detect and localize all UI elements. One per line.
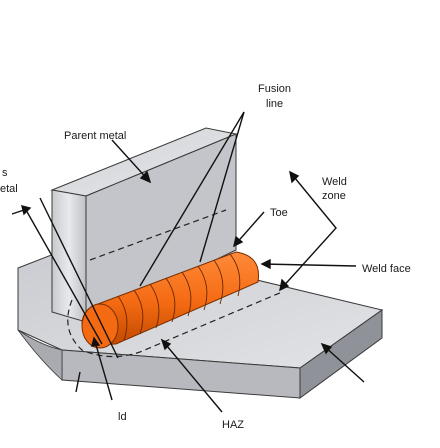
weld-ripple	[117, 295, 128, 341]
fusion-line-leader-b	[199, 111, 245, 263]
label-parent-metal: Parent metal	[64, 130, 126, 142]
weld-ripple	[133, 289, 144, 335]
toe-arrowhead	[232, 235, 244, 248]
weld-face-leader	[261, 263, 357, 267]
label-cut-left-2: etal	[0, 183, 18, 195]
weld-bottom-arrowhead	[91, 336, 101, 347]
label-cut-bottom: ld	[118, 411, 127, 423]
weld-zone-arrow-bottom	[279, 278, 290, 292]
weld-ripple	[181, 271, 192, 317]
left-leader-b	[25, 209, 103, 345]
weld-ripple	[229, 253, 241, 297]
base-plate-arrowhead	[320, 342, 333, 355]
leader-lines	[11, 111, 365, 413]
label-haz: HAZ	[222, 419, 244, 431]
weld-bottom-leader	[93, 337, 113, 401]
vertical-plate-side	[85, 133, 237, 323]
weld-bead-end	[81, 303, 119, 349]
left-leader-d	[75, 371, 81, 393]
label-weld-zone-2: zone	[322, 190, 346, 202]
weld-ripple	[213, 259, 224, 305]
fusion-line-leader-a	[139, 111, 245, 287]
label-cut-left-1: s	[2, 167, 8, 179]
label-fusion-line-2: line	[266, 98, 283, 110]
label-weld-zone-1: Weld	[322, 176, 347, 188]
left-arrowhead	[21, 205, 32, 216]
label-fusion-line-1: Fusion	[258, 83, 291, 95]
base-plate-left-curve	[17, 329, 63, 381]
haz-boundary-dashed	[67, 291, 283, 358]
left-leader-a	[39, 197, 119, 359]
weld-ripple	[149, 283, 160, 329]
weld-bead	[81, 251, 260, 349]
base-plate-leader	[323, 345, 365, 383]
weld-ripple	[197, 265, 208, 311]
weld-ripples	[117, 253, 241, 341]
weld-face-arrowhead	[260, 258, 271, 270]
weld-zone-arrow-top	[289, 170, 300, 184]
haz-arrowhead	[160, 338, 172, 351]
label-weld-face: Weld face	[362, 263, 411, 275]
haz-leader	[161, 339, 223, 413]
weld-ripple	[165, 277, 176, 323]
fusion-boundary-dashed	[89, 209, 227, 261]
parent-metal-arrowhead	[139, 170, 152, 184]
labels: Fusion line Parent metal Weld zone Toe W…	[0, 83, 411, 431]
label-toe: Toe	[270, 207, 288, 219]
weld-zone-bracket	[279, 171, 337, 291]
base-plate-right-side	[299, 309, 383, 399]
